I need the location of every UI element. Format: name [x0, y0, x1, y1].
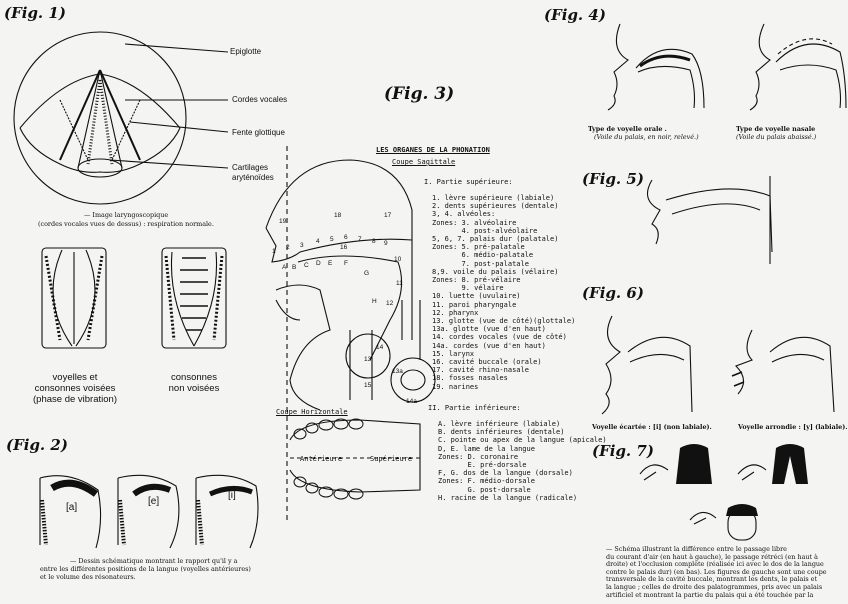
glottis-voiced — [42, 248, 106, 348]
fig4-oral-caption-2: (Voile du palais, en noir, relevé.) — [594, 134, 699, 142]
glottis-unvoiced — [162, 248, 226, 348]
vowel-i: [i] — [228, 490, 236, 501]
fig6-title: (Fig. 6) — [582, 284, 644, 302]
vowel-a: [a] — [66, 502, 77, 513]
fig3-title: (Fig. 3) — [384, 84, 454, 104]
label-cartilages: Cartilages — [232, 163, 268, 172]
organ-number-8: 8 — [372, 238, 376, 245]
organ-letter-h: H — [372, 298, 377, 305]
organ-number-7: 7 — [358, 236, 362, 243]
organ-number-9: 9 — [384, 240, 388, 247]
palatogram-open — [676, 444, 712, 484]
organ-number-5: 5 — [330, 236, 334, 243]
organ-number-4: 4 — [316, 238, 320, 245]
fig2-caption-3: et le volume des résonateurs. — [40, 574, 136, 582]
organ-letter-c: C — [304, 262, 309, 269]
fig3-upper-title: I. Partie supérieure: — [424, 178, 513, 186]
fig3-upper-list: 1. lèvre supérieure (labiale) 2. dents s… — [432, 194, 575, 391]
label-cordes-vocales: Cordes vocales — [232, 95, 287, 104]
organ-number-13a: 13a — [392, 368, 403, 375]
fig5-title: (Fig. 5) — [582, 170, 644, 188]
organ-number-13: 13 — [364, 356, 371, 363]
fig4-nasal-caption-2: (Voile du palais abaissé.) — [736, 134, 816, 142]
organ-number-16: 16 — [340, 244, 347, 251]
organ-letter-e: E — [328, 260, 332, 267]
organ-number-14: 14 — [376, 344, 383, 351]
fig3-lower-title: II. Partie inférieure: — [428, 404, 521, 412]
fig3-horizontal-label: Coupe Horizontale — [276, 408, 348, 416]
fig3-lower-list: A. lèvre inférieure (labiale) B. dents i… — [438, 420, 607, 502]
organ-number-11: 11 — [396, 280, 403, 287]
organ-number-10: 10 — [394, 256, 401, 263]
fig3-anterior-label: Antérieure — [300, 455, 342, 463]
organ-letter-g: G — [364, 270, 369, 277]
organ-letter-b: B — [292, 264, 296, 271]
organ-number-2: 2 — [286, 244, 290, 251]
laryngoscopic-image — [14, 32, 228, 204]
organ-number-15: 15 — [364, 382, 371, 389]
organ-number-14a: 14a — [406, 398, 417, 405]
fig7-caption: — Schéma illustrant la différence entre … — [606, 546, 827, 599]
fig1-title: (Fig. 1) — [4, 4, 66, 22]
organ-number-17: 17 — [384, 212, 391, 219]
organ-letter-d: D — [316, 260, 321, 267]
fig1-caption-2: (cordes vocales vues de dessus) : respir… — [38, 221, 214, 229]
label-epiglotte: Epiglotte — [230, 47, 261, 56]
organ-number-12: 12 — [386, 300, 393, 307]
fig7-title: (Fig. 7) — [592, 442, 654, 460]
organ-number-1: 1 — [272, 248, 276, 255]
label-fente-glottique: Fente glottique — [232, 128, 285, 137]
vowel-e: [e] — [148, 496, 159, 507]
organ-number-19: 19 — [279, 218, 286, 225]
fig3-superior-label: Supérieure — [370, 455, 412, 463]
organ-number-6: 6 — [344, 234, 348, 241]
fig6-rounded-caption: Voyelle arrondie : [y] (labiale). — [738, 424, 847, 432]
organ-letter-f: F — [344, 260, 348, 267]
fig3-header: LES ORGANES DE LA PHONATION — [376, 146, 490, 154]
fig6-spread-caption: Voyelle écartée : [i] (non labiale). — [592, 424, 712, 432]
fig1-caption-1: — Image laryngoscopique — [84, 212, 168, 220]
fig4-title: (Fig. 4) — [544, 6, 606, 24]
palatogram-narrow — [772, 444, 808, 484]
oral-vs-nasal-profiles — [608, 24, 846, 110]
organ-number-18: 18 — [334, 212, 341, 219]
fig3-sagittal-label: Coupe Sagittale — [392, 158, 455, 166]
fig2-title: (Fig. 2) — [6, 436, 68, 454]
palatogram-closed — [726, 504, 758, 516]
label-arytenoides: aryténoïdes — [232, 173, 274, 182]
organ-number-3: 3 — [300, 242, 304, 249]
sagittal-section — [266, 146, 435, 520]
organ-letter-a: A — [282, 264, 286, 271]
lip-rounding-profiles — [602, 316, 834, 414]
velum-profile — [648, 176, 773, 264]
